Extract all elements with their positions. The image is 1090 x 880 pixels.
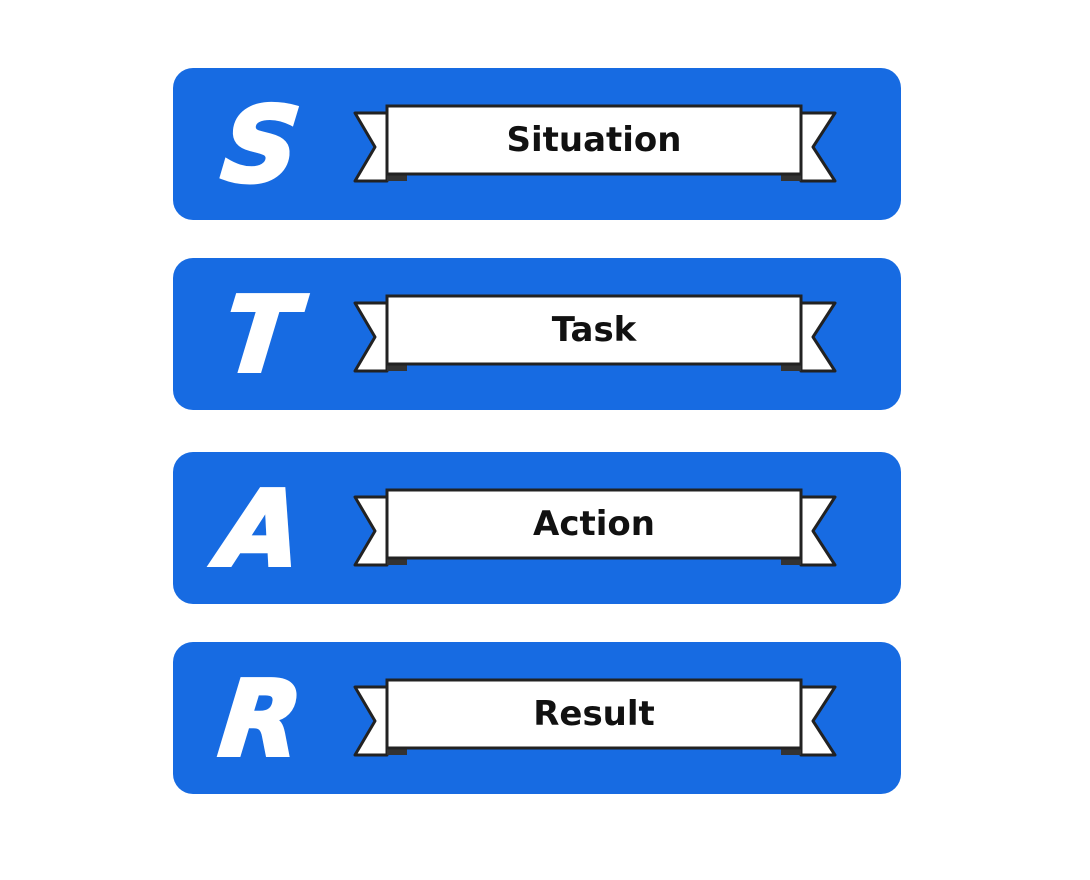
- letter-s: S: [215, 82, 307, 208]
- ribbon-banner: Task: [353, 294, 837, 374]
- ribbon-label: Task: [551, 310, 637, 350]
- ribbon-banner: Action: [353, 488, 837, 568]
- letter-r: R: [213, 656, 310, 782]
- ribbon-banner-icon: [353, 294, 837, 373]
- ribbon-banner: Situation: [353, 104, 837, 184]
- ribbon-banner-icon: [353, 678, 837, 757]
- ribbon-banner-icon: [353, 488, 837, 567]
- ribbon-label: Situation: [506, 120, 682, 160]
- letter-t: T: [217, 272, 305, 398]
- star-card-situation: S Situation: [173, 68, 901, 220]
- ribbon-label: Result: [533, 694, 655, 734]
- letter-a: A: [212, 466, 309, 592]
- star-card-result: R Result: [173, 642, 901, 794]
- ribbon-banner: Result: [353, 678, 837, 758]
- ribbon-banner-icon: [353, 104, 837, 183]
- star-card-action: A Action: [173, 452, 901, 604]
- ribbon-label: Action: [533, 504, 655, 544]
- star-card-task: T Task: [173, 258, 901, 410]
